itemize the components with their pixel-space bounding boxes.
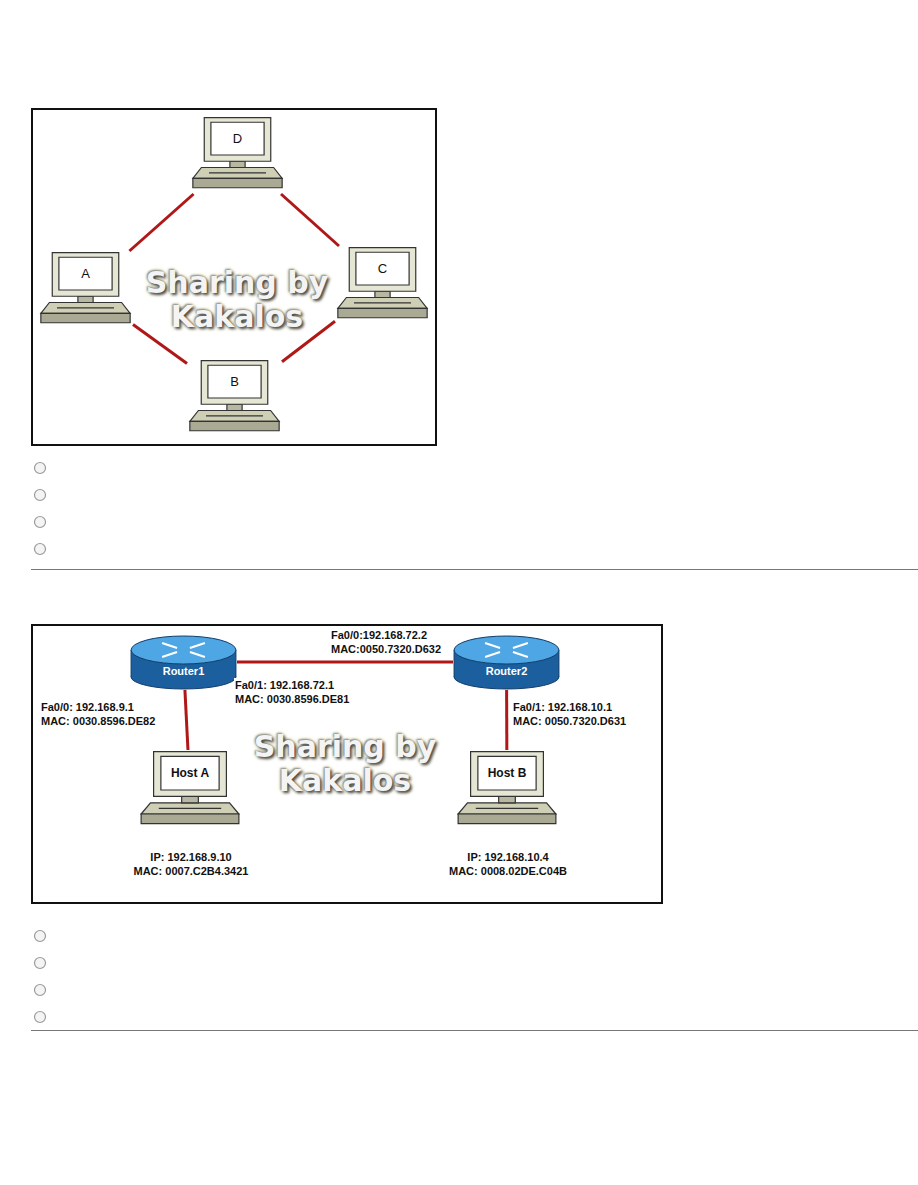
figure-frame [32,109,436,445]
network-link [505,690,508,750]
computer-label: C [356,252,409,285]
router-icon [130,634,237,690]
figure-frame [32,625,662,903]
router-icon [453,634,560,690]
router-label: Router2 [457,662,555,680]
interface-label: MAC: 0050.7320.D631 [512,714,627,728]
interface-label: MAC: 0030.8596.DE82 [40,714,156,728]
computer-label: A [59,257,112,290]
interface-label: IP: 192.168.9.10 [110,850,272,864]
computer-icon [455,750,559,830]
computer-label: Host A [161,756,219,790]
network-link [237,661,453,664]
watermark: Sharing by Kakalos [195,730,495,798]
computer-node: Host B [455,750,559,830]
interface-label: Fa0/0: 192.168.9.1 [40,700,135,714]
separator-line [31,569,918,570]
interface-label: MAC: 0008.02DE.C04B [427,864,589,878]
computer-label: B [208,365,261,398]
computer-node: B [187,359,282,437]
interface-label: MAC: 0030.8596.DE81 [234,692,350,706]
computer-node: D [190,116,285,194]
interface-label: Fa0/0:192.168.72.2 [330,628,428,642]
computer-label: Host B [478,756,536,790]
computer-icon [138,750,242,830]
computer-icon [190,116,285,194]
interface-label: Fa0/1: 192.168.72.1 [234,678,335,692]
computer-node: A [38,251,133,329]
watermark: Sharing by Kakalos [137,266,337,334]
network-link [129,194,193,251]
interface-label: Fa0/1: 192.168.10.1 [512,700,613,714]
computer-label: D [211,122,264,155]
computer-icon [187,359,282,437]
computer-icon [335,246,430,324]
router-node: Router2 [453,634,560,690]
interface-label: MAC: 0007.C2B4.3421 [110,864,272,878]
network-link [185,690,188,750]
interface-label: IP: 192.168.10.4 [427,850,589,864]
computer-node: C [335,246,430,324]
network-link [281,194,339,246]
radio-buttons [35,463,46,1023]
computer-icon [38,251,133,329]
router-label: Router1 [134,662,232,680]
router-node: Router1 [130,634,237,690]
separator-line [31,1030,918,1031]
interface-label: MAC:0050.7320.D632 [330,642,442,656]
computer-node: Host A [138,750,242,830]
